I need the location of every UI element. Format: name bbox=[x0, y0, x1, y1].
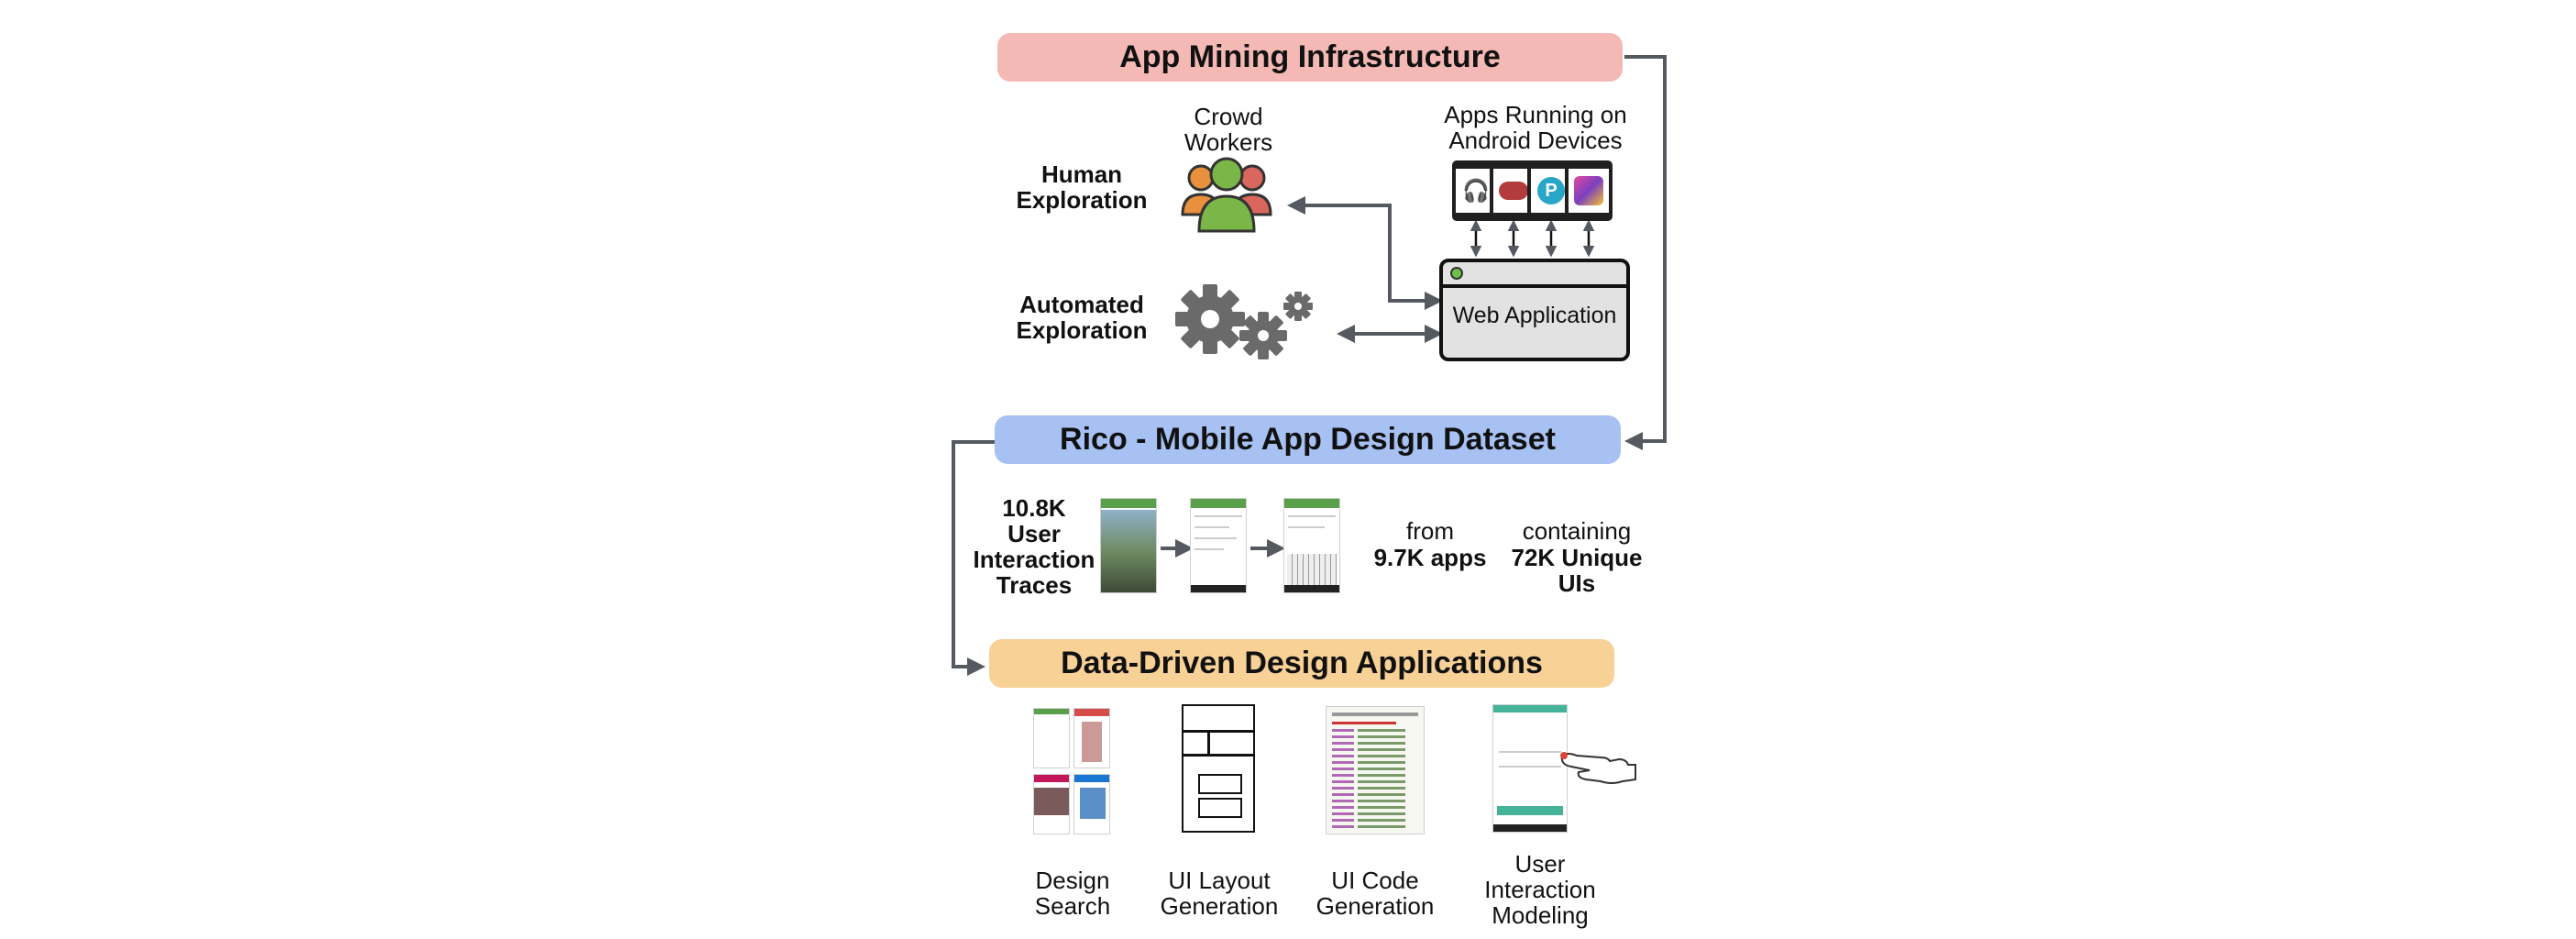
trace-screenshot-2 bbox=[1190, 498, 1247, 593]
apps-running-label: Apps Running on Android Devices bbox=[1444, 101, 1627, 155]
web-application-label: Web Application bbox=[1452, 303, 1617, 328]
design-applications-banner: Data-Driven Design Applications bbox=[989, 639, 1614, 688]
design-search-label: Design Search bbox=[1034, 867, 1111, 921]
rico-dataset-banner: Rico - Mobile App Design Dataset bbox=[995, 415, 1621, 464]
unique-uis-label: 72K Unique UIs bbox=[1511, 544, 1643, 598]
arrow-webapp-to-crowd bbox=[1287, 196, 1443, 310]
hand-icon bbox=[1560, 752, 1636, 784]
ui-layout-generation-label: UI Layout Generation bbox=[1160, 867, 1279, 921]
ui-layout-wireframe bbox=[1182, 704, 1255, 833]
people-icon bbox=[1181, 157, 1272, 233]
from-label: from bbox=[1406, 517, 1454, 545]
apps-count-label: 9.7K apps bbox=[1373, 544, 1487, 571]
arrow-dataset-to-applications bbox=[952, 440, 995, 676]
trace-screenshot-3 bbox=[1283, 498, 1340, 593]
design-search-collage bbox=[1033, 708, 1112, 836]
arrow-infrastructure-to-dataset bbox=[1624, 55, 1667, 450]
traces-count-label: 10.8K User Interaction Traces bbox=[973, 494, 1095, 600]
interaction-phone-screenshot bbox=[1492, 704, 1568, 833]
rico-dataset-title: Rico - Mobile App Design Dataset bbox=[1060, 422, 1556, 457]
phone-icon bbox=[1565, 160, 1613, 221]
automated-exploration-label: Automated Exploration bbox=[1016, 291, 1148, 345]
crowd-workers-label: Crowd Workers bbox=[1183, 103, 1273, 157]
containing-label: containing bbox=[1522, 517, 1632, 545]
human-exploration-label: Human Exploration bbox=[1016, 160, 1148, 215]
ui-code-screenshot bbox=[1326, 706, 1425, 834]
gear-icon bbox=[1175, 284, 1313, 359]
user-interaction-modeling-label: User Interaction Modeling bbox=[1484, 850, 1596, 930]
app-mining-infrastructure-title: App Mining Infrastructure bbox=[1119, 39, 1501, 74]
browser-window-icon: Web Application bbox=[1439, 259, 1630, 361]
app-mining-infrastructure-banner: App Mining Infrastructure bbox=[997, 33, 1623, 82]
ui-code-generation-label: UI Code Generation bbox=[1316, 867, 1435, 921]
trace-screenshot-1 bbox=[1100, 498, 1157, 593]
design-applications-title: Data-Driven Design Applications bbox=[1061, 646, 1543, 680]
